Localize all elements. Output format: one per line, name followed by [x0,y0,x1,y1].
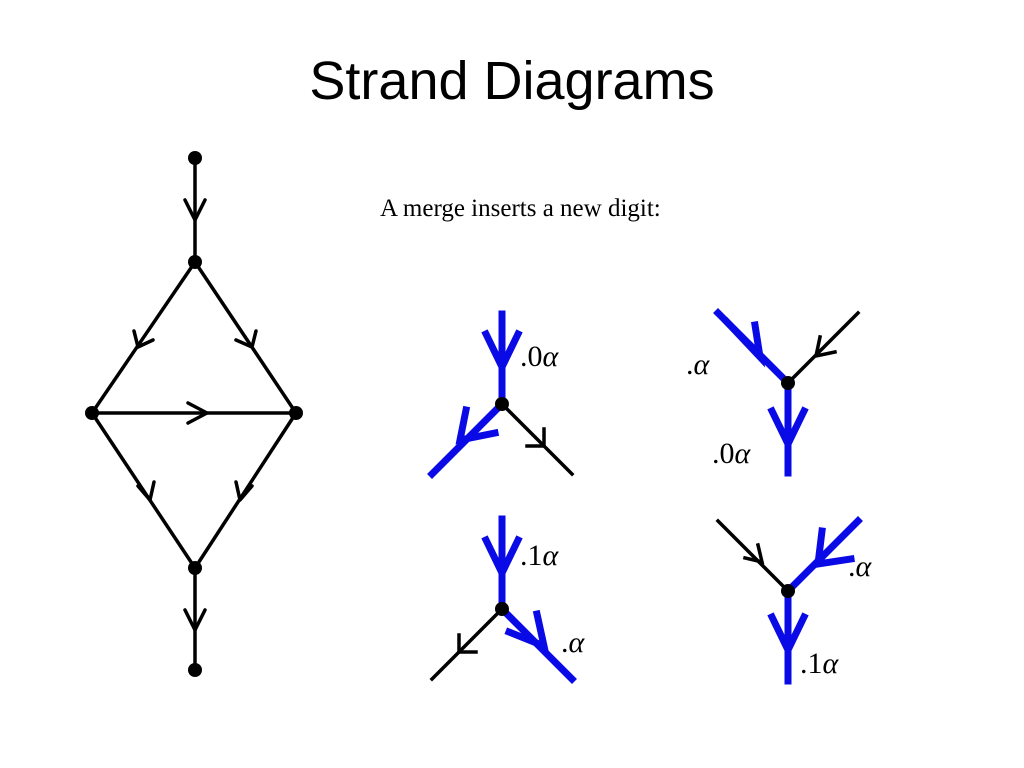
vertex [781,376,795,390]
label-top-right-in: .α [686,348,711,381]
merge-diagram-left-highlight [713,308,861,477]
strand-edge [715,518,791,594]
vertex-merge [188,561,202,575]
arrow-icon [722,317,766,368]
vertex-split [188,255,202,269]
arrow-down-icon [136,480,156,502]
arrow-down-icon [481,329,523,376]
label-top-right-out: .0α [712,437,752,470]
label-top-left-out: .0α [520,340,560,373]
arrow-right-icon [186,401,209,425]
label-bottom-left-out: .α [561,626,586,659]
arrow-icon [813,334,838,359]
arrow-down-icon [234,329,258,349]
arrow-down-icon [767,612,809,659]
strand-edge [193,260,298,415]
arrow-icon [457,633,478,654]
split-diagram-left-branch [427,310,575,479]
arrow-icon [455,405,500,445]
vertex [495,397,509,411]
vertex [781,584,795,598]
vertex-source [188,151,202,165]
strand-edge [193,411,298,570]
arrow-icon [742,542,765,565]
label-bottom-right-in: .α [848,550,873,583]
merge-caption: A merge inserts a new digit: [380,195,661,222]
vertex [289,406,303,420]
label-bottom-left-in: .1α [520,539,560,572]
strand-vertices [85,151,303,677]
highlight-edge [783,516,863,596]
merge-diagram-right-highlight [715,516,863,685]
arrow-icon [813,527,855,569]
arrow-down-icon [183,608,207,632]
vertex [85,406,99,420]
arrow-icon [525,427,546,448]
vertex-sink [188,663,202,677]
strand-edge [499,401,575,477]
arrow-down-icon [481,535,523,582]
strand-edge [429,606,505,682]
strand-diagram-main [90,156,298,672]
strand-edge [90,260,197,415]
arrow-down-icon [183,198,207,222]
strand-edge [785,310,861,386]
slide-title: Strand Diagrams [309,51,715,111]
arrow-down-icon [234,480,254,502]
vertex [495,602,509,616]
label-bottom-right-out: .1α [800,647,840,680]
arrow-down-icon [132,329,155,349]
arrow-down-icon [767,406,809,453]
split-diagram-right-branch [429,515,577,684]
arrow-icon [504,609,549,652]
